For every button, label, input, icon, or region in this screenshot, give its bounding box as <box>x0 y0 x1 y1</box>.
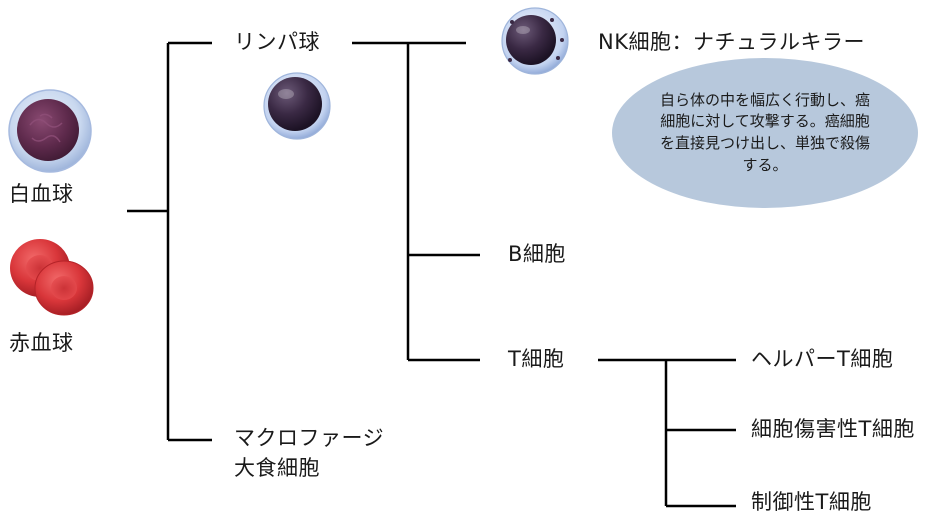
lymphocyte-label: リンパ球 <box>234 30 320 54</box>
red-blood-cell-label: 赤血球 <box>9 331 74 355</box>
helper-t-cell-label: ヘルパーT細胞 <box>751 347 894 371</box>
lymphocyte-cell-icon <box>263 72 331 140</box>
nk-cell-icon <box>501 7 569 75</box>
nk-description-text: 自ら体の中を幅広く行動し、癌細胞に対して攻撃する。癌細胞を直接見つけ出し、単独で… <box>660 90 871 174</box>
white-blood-cell-icon <box>8 89 92 173</box>
nk-cell-label: NK細胞：ナチュラルキラー <box>598 30 865 54</box>
t-cell-label: T細胞 <box>508 347 565 371</box>
nk-description-callout: 自ら体の中を幅広く行動し、癌細胞に対して攻撃する。癌細胞を直接見つけ出し、単独で… <box>612 58 918 208</box>
red-blood-cell-icon <box>10 239 94 316</box>
b-cell-label: B細胞 <box>508 242 566 266</box>
macrophage-label: マクロファージ <box>234 426 385 450</box>
white-blood-cell-label: 白血球 <box>9 182 74 206</box>
cytotoxic-t-cell-label: 細胞傷害性T細胞 <box>751 417 915 441</box>
regulatory-t-cell-label: 制御性T細胞 <box>751 490 872 514</box>
macrophage-subtitle: 大食細胞 <box>234 456 320 480</box>
